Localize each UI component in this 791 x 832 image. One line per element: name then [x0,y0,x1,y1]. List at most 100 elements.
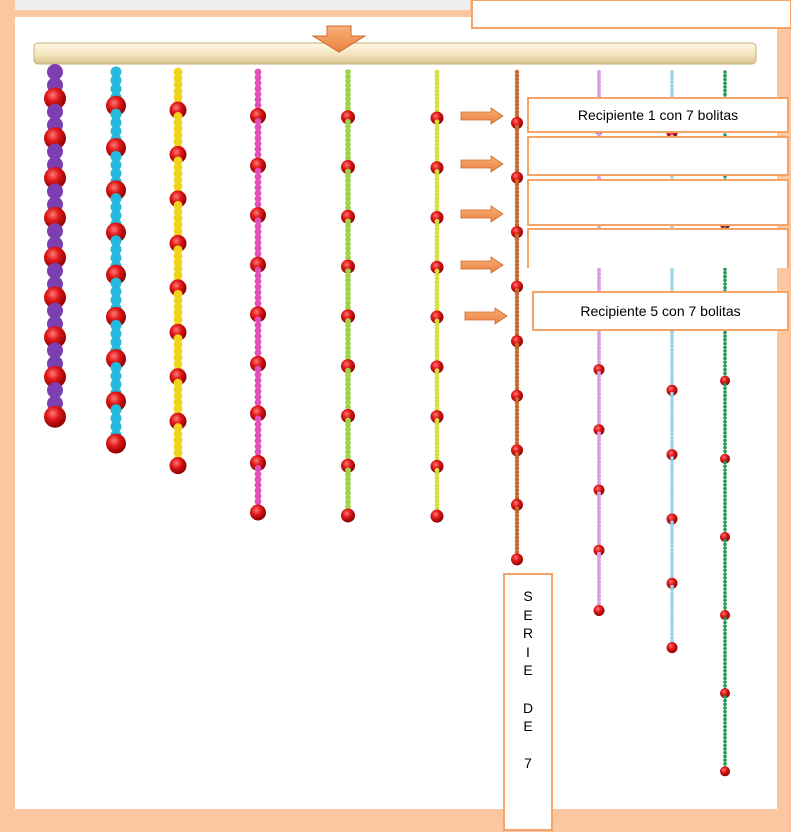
red-bead [666,642,678,654]
small-bead [514,440,520,446]
red-bead [341,458,355,473]
small-bead [345,453,351,460]
small-bead [254,498,262,505]
small-bead [670,273,674,278]
small-bead [345,345,351,351]
small-bead [723,676,727,681]
small-bead [254,343,262,351]
small-bead [434,218,440,224]
small-bead [434,372,440,377]
small-bead [110,412,122,424]
small-bead [670,611,674,616]
small-bead [597,381,601,386]
red-bead [44,246,66,269]
red-bead [430,111,444,125]
small-bead [110,252,122,264]
small-bead [434,268,440,274]
small-bead [345,123,351,130]
small-bead [434,203,440,209]
small-bead [514,469,520,475]
small-bead [110,235,122,247]
small-bead [173,308,183,318]
small-bead [434,138,440,144]
small-bead [434,494,440,500]
small-bead [597,392,601,397]
small-bead [173,289,183,299]
small-bead [434,195,440,201]
small-bead [434,287,440,293]
red-bead [593,604,605,616]
small-bead [514,415,520,420]
small-bead [723,754,727,759]
small-bead [514,69,520,75]
small-bead [670,469,674,474]
small-bead [173,124,183,134]
small-bead [514,266,520,271]
small-bead [345,82,351,89]
small-bead [723,497,727,502]
small-bead [597,569,601,574]
small-bead [723,267,727,271]
small-bead [434,299,440,305]
small-bead [345,146,351,152]
small-bead [514,309,520,315]
small-bead [723,550,727,554]
small-bead [345,78,351,84]
small-bead [514,466,520,471]
small-bead [254,371,262,379]
small-bead [723,471,727,476]
small-bead [254,140,262,147]
small-bead [514,422,520,427]
small-bead [723,572,727,576]
small-bead [47,223,63,240]
small-bead [434,153,440,159]
red-bead [430,260,444,274]
small-bead [723,546,727,550]
small-bead [254,448,262,456]
small-bead [670,73,674,78]
small-bead [670,473,674,477]
small-bead [670,550,674,555]
small-bead [723,650,727,655]
small-bead [173,73,183,83]
small-bead [47,302,63,319]
small-bead [514,538,520,544]
small-bead [514,397,520,402]
small-bead [173,213,183,223]
red-bead [430,360,444,374]
small-bead [434,406,440,412]
small-bead [254,228,262,236]
small-bead [723,635,727,640]
small-bead [254,349,262,357]
small-bead [597,509,601,514]
small-bead [723,590,727,595]
small-bead [597,438,601,443]
red-bead [250,207,266,224]
small-bead [345,417,351,424]
small-bead [254,195,262,203]
small-bead [254,217,262,225]
small-bead [434,199,440,205]
small-bead [173,423,183,432]
small-bead [434,180,440,186]
small-bead [514,138,520,144]
small-bead [254,85,262,92]
small-bead [514,378,520,384]
small-bead [723,494,727,498]
small-bead [670,510,674,515]
red-bead [666,449,678,461]
callout-recipiente-3 [527,179,789,226]
small-bead [434,172,440,178]
small-bead [723,736,727,740]
small-bead [670,588,674,592]
small-bead [345,100,351,107]
small-bead [597,502,601,507]
small-bead [723,516,727,521]
red-bead [430,211,444,224]
small-bead [345,105,351,112]
small-bead [723,523,727,528]
small-bead [597,91,601,96]
small-bead [597,594,601,599]
small-bead [597,420,601,425]
small-bead [254,426,262,434]
